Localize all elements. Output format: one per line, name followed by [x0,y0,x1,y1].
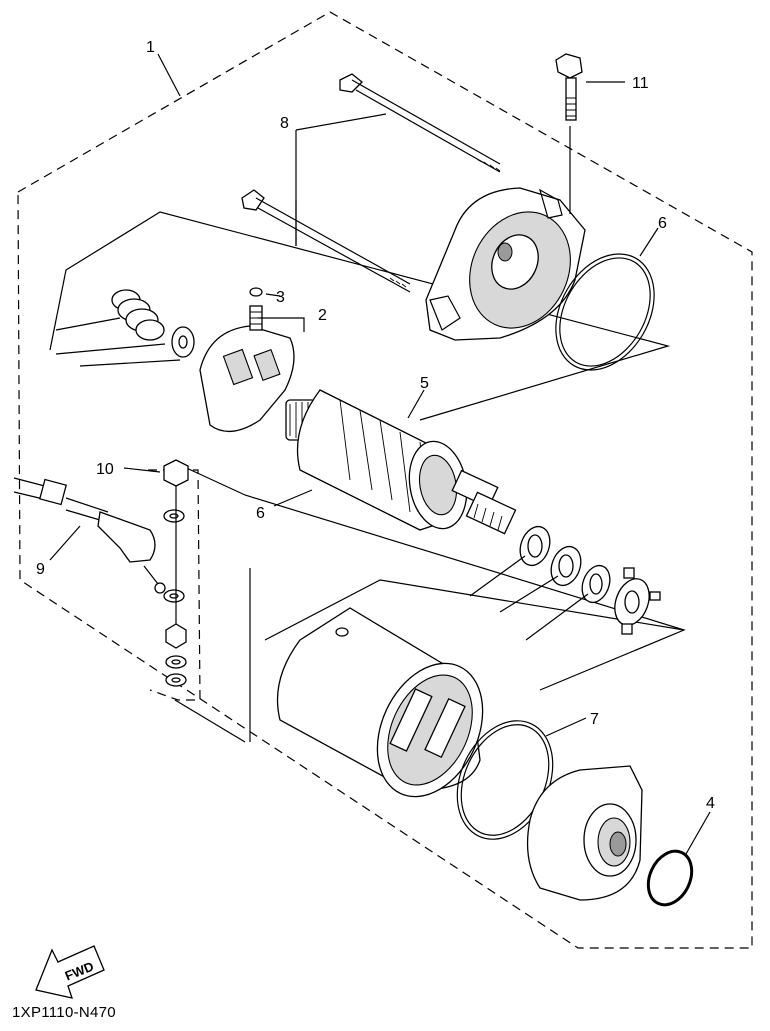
callout-7: 7 [590,711,599,728]
callout-10: 10 [96,461,114,478]
callout-1: 1 [146,39,155,56]
lock-washer [614,567,661,635]
washer-small [171,326,195,358]
through-bolt-lower [241,189,411,293]
through-bolt-upper [339,73,501,173]
fwd-arrow-icon: FWD [35,945,105,999]
callout-11: 11 [632,75,649,92]
callout-6-upper: 6 [658,215,667,232]
assembly-boundary [17,11,753,949]
brush-holder-assembly [199,287,295,432]
center-group-boundary [179,464,686,691]
callout-9: 9 [36,561,45,578]
front-group-boundary [264,579,685,641]
callout-3: 3 [276,289,285,306]
callout-8: 8 [280,115,289,132]
terminal-nut-stack [163,459,189,687]
callout-5: 5 [420,375,429,392]
front-cover [526,765,643,901]
shim-washers [519,525,611,604]
callout-4: 4 [706,795,715,812]
leader-lines [49,53,711,855]
diagram-part-code: 1XP1110-N470 [12,1004,116,1021]
armature [285,389,517,535]
terminal-cable [13,477,166,594]
o-ring-4 [646,849,694,907]
bolt-11 [555,53,583,121]
brush-spring [111,289,165,341]
rear-end-cover [425,187,586,341]
rear-group-boundary [49,211,671,421]
callout-6-lower: 6 [256,505,265,522]
callout-2: 2 [318,307,327,324]
o-ring-upper [555,253,655,371]
yoke-housing [276,607,484,798]
